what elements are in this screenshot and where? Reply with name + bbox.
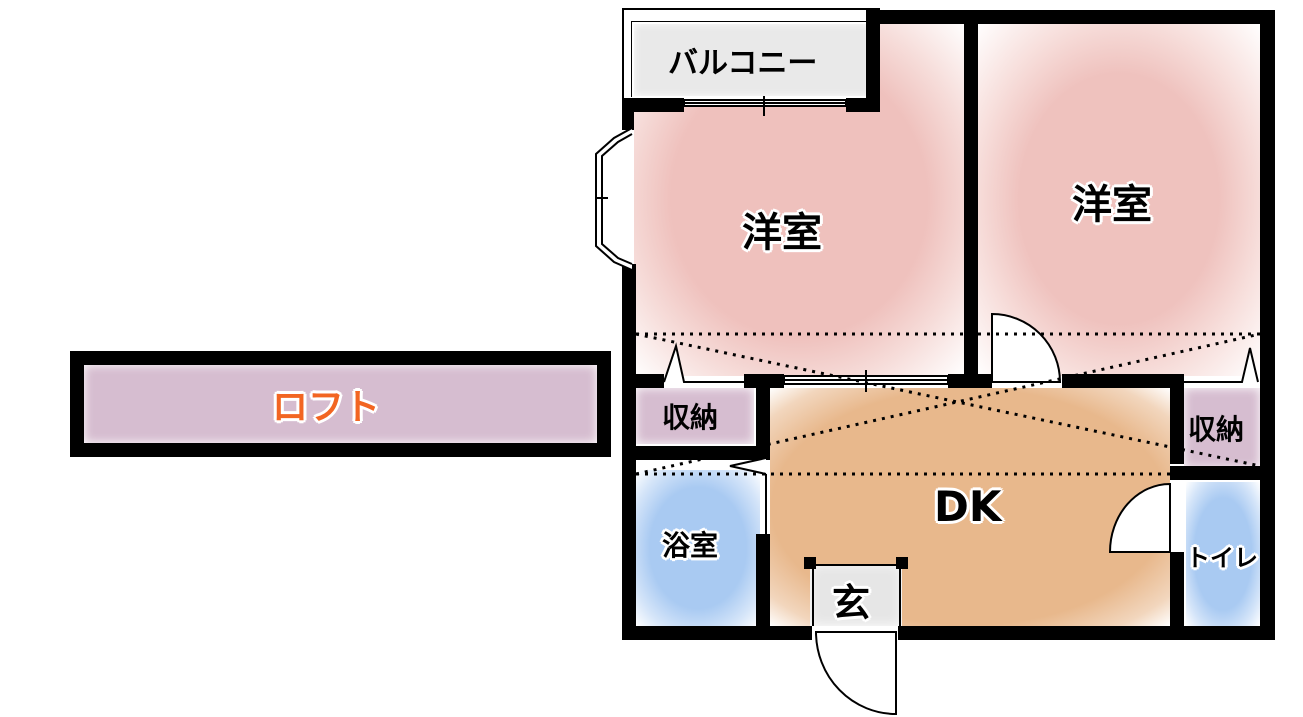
wall-balcony-left [622, 8, 624, 100]
entrance-label: 玄 [832, 581, 871, 625]
wall-mid-1 [622, 374, 664, 388]
wall-balcony-bottom-r [846, 98, 880, 112]
storage-left-label: 収納 [662, 401, 719, 434]
bay-window [595, 127, 633, 271]
storage-left-door [663, 342, 744, 383]
storage-left [636, 388, 754, 444]
balcony-label: バルコニー [668, 46, 818, 81]
toilet-door [1108, 482, 1171, 553]
western-room-2-label: 洋室 [1072, 182, 1152, 228]
entrance [810, 564, 902, 626]
western-room-2 [978, 22, 1260, 376]
dining-kitchen-label: DK [934, 482, 1002, 531]
storage-right [1184, 388, 1260, 468]
wall-storage-left-right [756, 374, 770, 460]
wall-room-divider [964, 10, 978, 388]
bathroom-label: 浴室 [662, 529, 719, 562]
wall-bottom [622, 626, 1275, 640]
wall-mid-4 [1062, 374, 1184, 388]
western-room-1-label: 洋室 [742, 210, 822, 256]
wall-right [1260, 10, 1275, 640]
wall-bath-right [756, 534, 770, 640]
front-door [814, 631, 897, 716]
loft [70, 351, 611, 457]
wall-balcony-bottom-l [622, 98, 684, 112]
loft-outline-dotted [635, 332, 1261, 476]
bathroom [636, 470, 760, 626]
wall-mid-3 [948, 374, 992, 388]
storage-right-label: 収納 [1188, 413, 1245, 446]
wall-balcony-top [622, 8, 880, 10]
wall-storage-left-bottom [622, 446, 768, 460]
wall-balcony-right [866, 10, 880, 112]
wall-storage-right-left [1170, 374, 1184, 464]
wall-toilet-left [1170, 552, 1184, 640]
toilet [1186, 482, 1260, 626]
loft-floor [84, 365, 597, 443]
wall-storage-right-bottom [1170, 466, 1275, 480]
storage-right-door [1184, 347, 1259, 383]
loft-label: ロフト [272, 387, 381, 428]
room2-door [991, 312, 1062, 383]
bathroom-door [729, 457, 767, 475]
balcony-floor [634, 24, 870, 96]
toilet-label: トイレ [1186, 544, 1258, 572]
